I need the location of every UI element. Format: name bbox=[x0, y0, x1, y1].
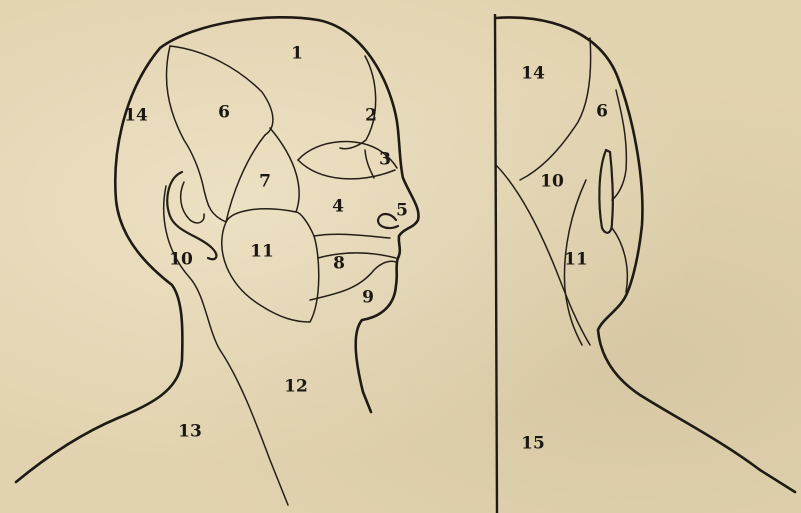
boundary-cheek-lower bbox=[314, 234, 390, 238]
ear-inner bbox=[181, 182, 204, 223]
boundary-forehead bbox=[340, 56, 376, 149]
profile-label-11: 11 bbox=[250, 242, 274, 262]
profile-label-5: 5 bbox=[396, 201, 408, 221]
profile-label-6: 6 bbox=[218, 103, 230, 123]
ear-outer bbox=[167, 172, 216, 259]
boundary-chin bbox=[310, 261, 396, 300]
profile-label-12: 12 bbox=[284, 377, 308, 397]
back-of-head-outline bbox=[16, 48, 182, 482]
back-label-10: 10 bbox=[540, 172, 564, 192]
profile-label-1: 1 bbox=[291, 44, 303, 64]
profile-label-7: 7 bbox=[259, 172, 271, 192]
profile-label-8: 8 bbox=[333, 254, 345, 274]
profile-label-2: 2 bbox=[365, 106, 377, 126]
profile-label-4: 4 bbox=[332, 197, 344, 217]
back-boundary-nape bbox=[612, 228, 627, 292]
boundary-masseter bbox=[222, 212, 319, 322]
profile-label-9: 9 bbox=[362, 288, 374, 308]
profile-view: 1 2 3 4 5 6 7 8 9 10 11 12 13 14 bbox=[16, 17, 419, 505]
boundary-lip bbox=[318, 253, 396, 258]
profile-label-13: 13 bbox=[178, 422, 202, 442]
profile-label-10: 10 bbox=[169, 250, 193, 270]
boundary-6-10 bbox=[166, 46, 226, 222]
back-label-6: 6 bbox=[596, 102, 608, 122]
back-head-outline bbox=[496, 17, 795, 492]
nostril bbox=[378, 214, 398, 228]
profile-label-3: 3 bbox=[379, 150, 391, 170]
back-boundary-occipital bbox=[612, 90, 626, 200]
back-ear bbox=[599, 150, 612, 233]
back-label-11: 11 bbox=[564, 250, 588, 270]
back-label-15: 15 bbox=[521, 434, 545, 454]
profile-label-14: 14 bbox=[124, 106, 148, 126]
view-divider-line bbox=[495, 14, 497, 513]
profile-head-outline bbox=[160, 17, 419, 412]
boundary-nose-side bbox=[365, 150, 374, 178]
back-view: 14 6 10 11 15 bbox=[496, 17, 795, 492]
back-label-14: 14 bbox=[521, 64, 545, 84]
back-boundary-skull bbox=[520, 38, 591, 180]
